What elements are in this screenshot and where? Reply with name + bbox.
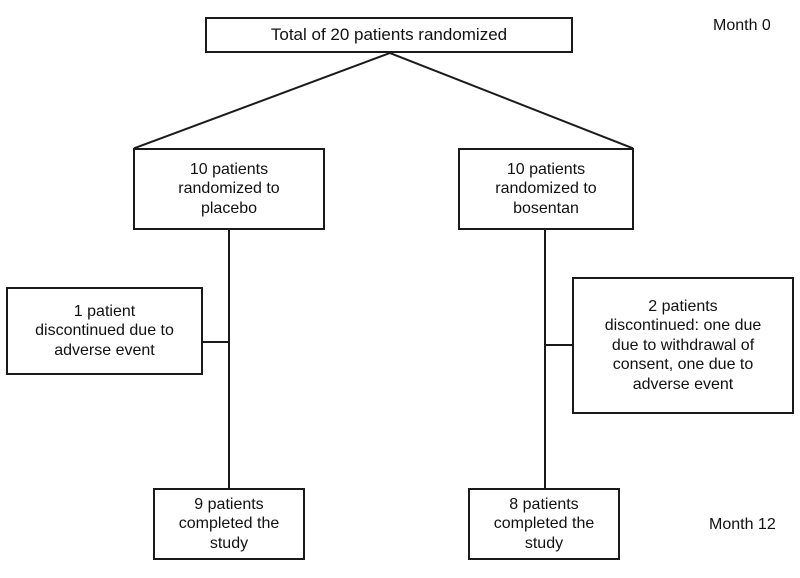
node-bosentan-completed: 8 patients completed the study <box>468 488 620 560</box>
node-placebo-arm: 10 patients randomized to placebo <box>133 148 325 230</box>
timeline-label-start: Month 0 <box>713 17 771 34</box>
connector-total-to-placebo <box>133 51 392 150</box>
node-placebo-completed: 9 patients completed the study <box>153 488 305 560</box>
timeline-label-end: Month 12 <box>709 516 776 533</box>
node-total-randomized: Total of 20 patients randomized <box>205 17 573 53</box>
node-bosentan-arm: 10 patients randomized to bosentan <box>458 148 634 230</box>
connector-total-to-bosentan <box>388 51 634 150</box>
node-placebo-discontinued: 1 patient discontinued due to adverse ev… <box>6 287 203 375</box>
node-bosentan-discontinued: 2 patients discontinued: one due due to … <box>572 277 794 414</box>
